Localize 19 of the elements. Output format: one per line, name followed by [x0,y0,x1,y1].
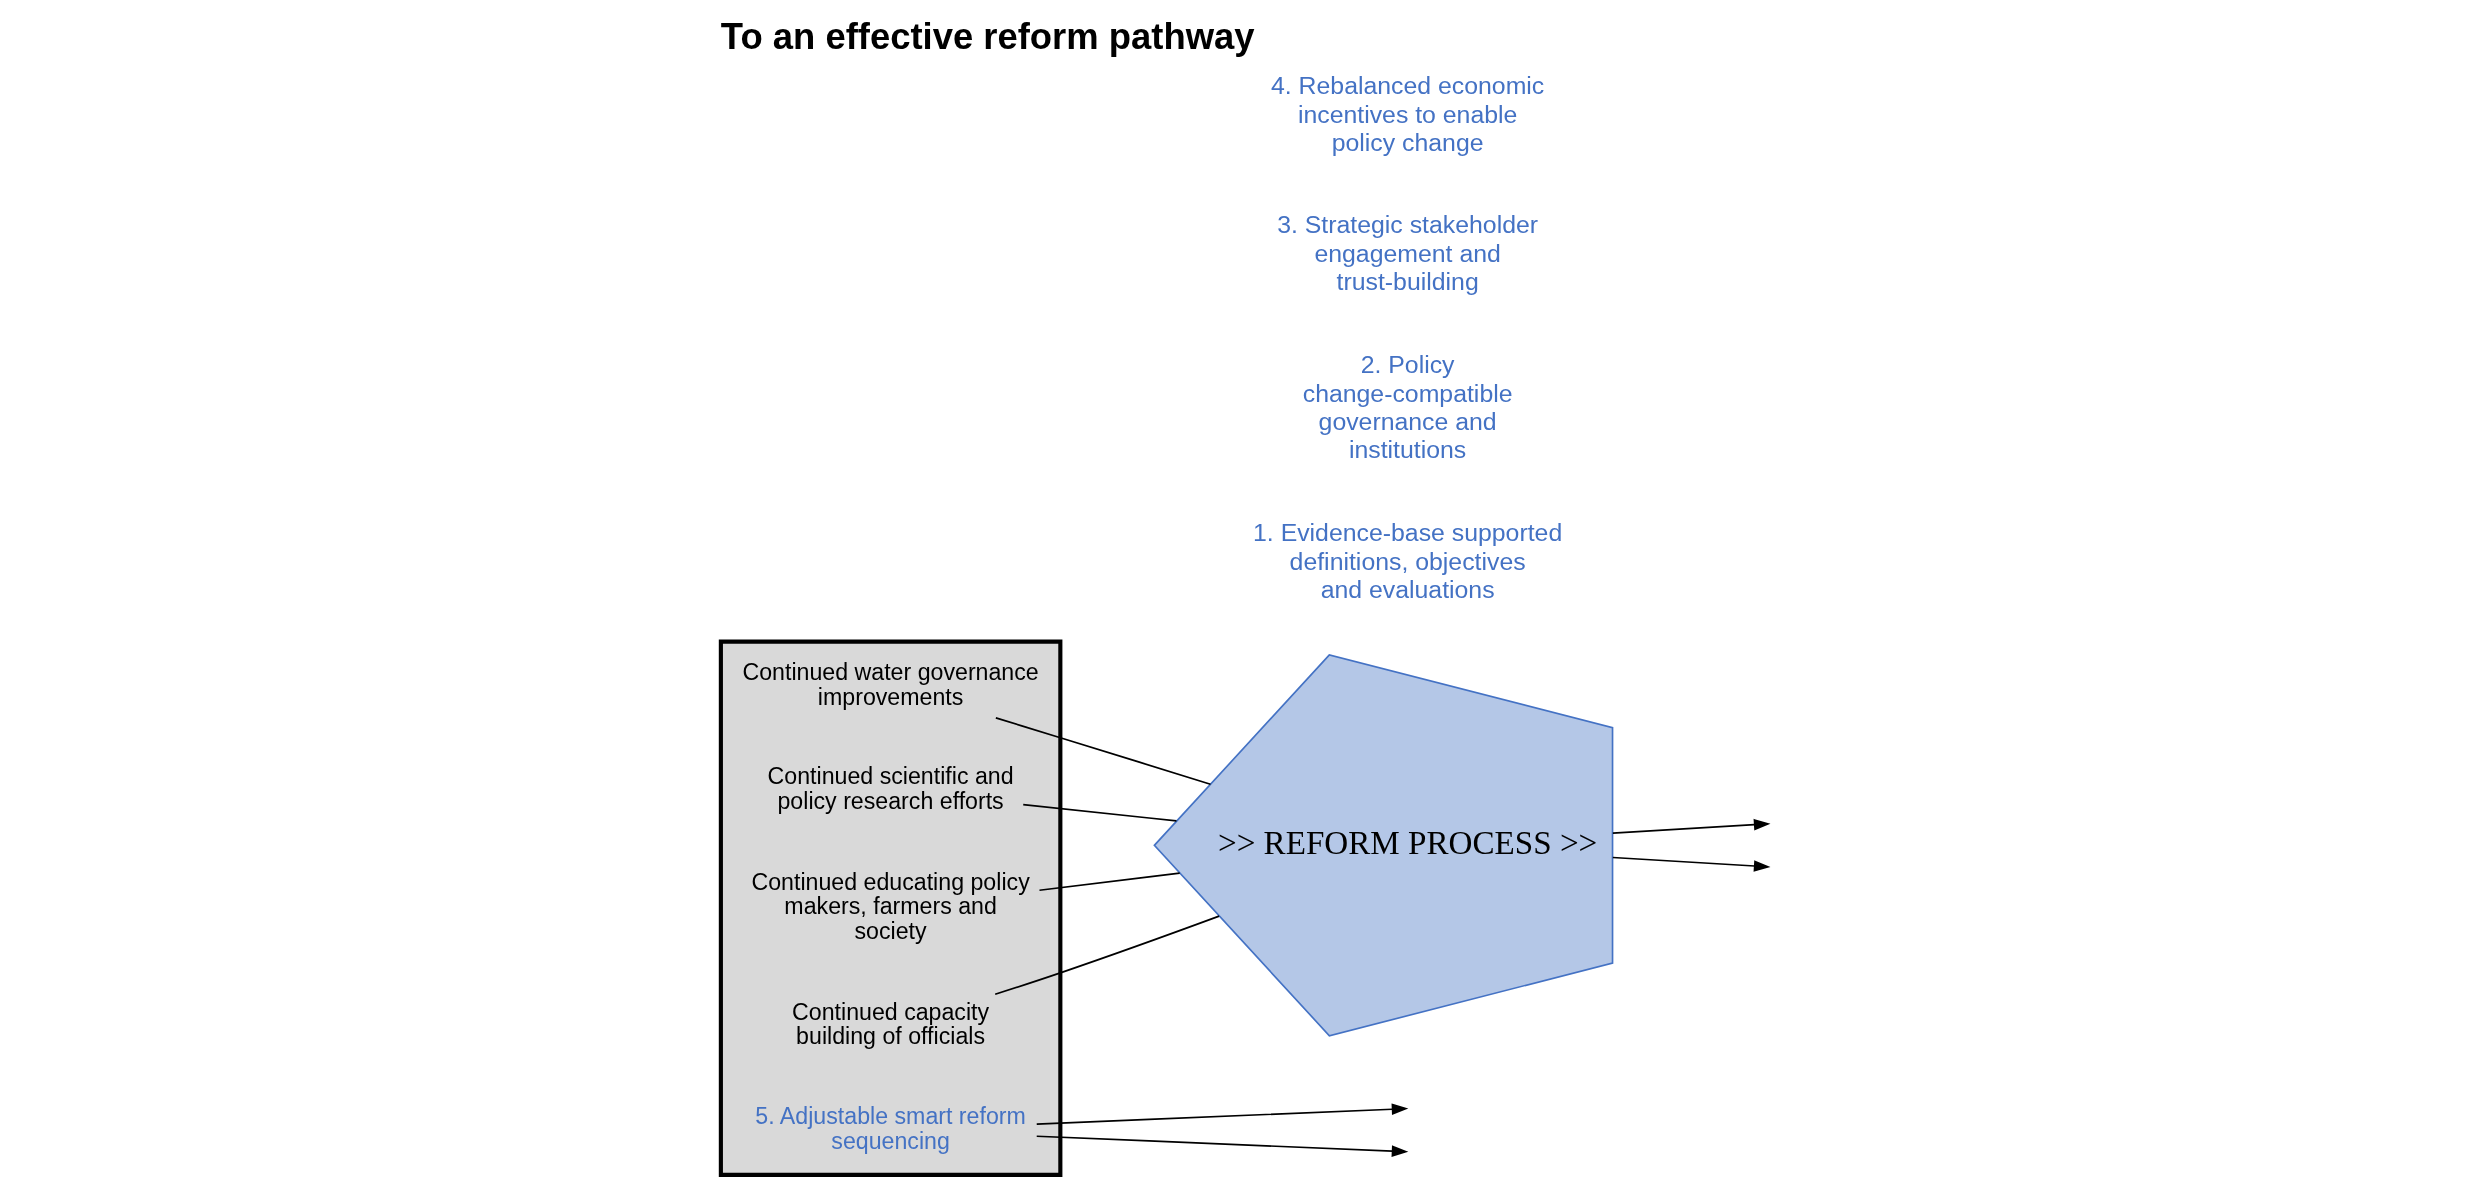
diagram-title: To an effective reform pathway [720,15,1255,57]
cluster [718,639,1062,1177]
node-label: 4. Rebalanced economic incentives to enable policy change [1270,72,1544,156]
arrow [1035,1103,1408,1125]
arrow [1611,856,1770,872]
node-text: 5. Adjustable smart reform sequencing [754,1102,1026,1154]
connector [1021,803,1177,822]
arrow [1035,1135,1408,1157]
node-label: 1. Evidence-base supported definitions, objectives and evaluations [1252,519,1562,603]
node-label: 2. Policy change-compatible governance and institutions [1302,351,1513,463]
connector [993,915,1220,996]
node-label: 3. Strategic stakeholder engagement and trust-building [1276,211,1538,295]
node-text: Continued educating policy makers, farmers and society [750,868,1030,945]
connector [994,717,1211,786]
node-text: Continued capacity building of officials [791,998,989,1050]
arrow [1611,818,1770,834]
node-text: Continued water governance improvements [741,659,1039,710]
node-text: Continued scientific and policy research efforts [767,763,1014,815]
connector [1038,872,1180,892]
